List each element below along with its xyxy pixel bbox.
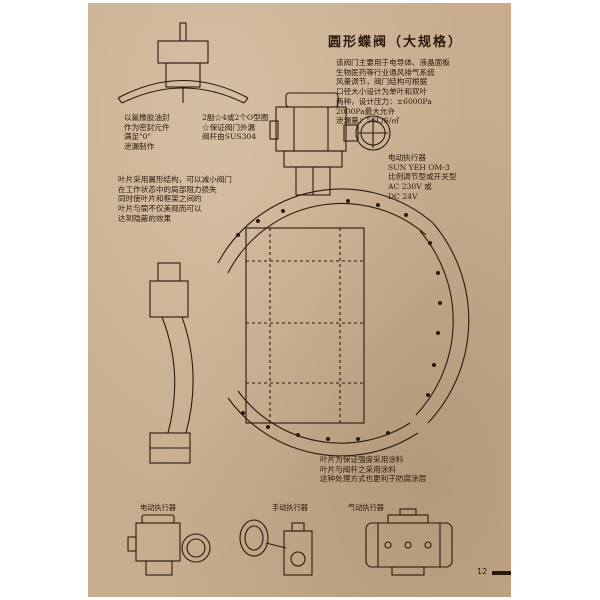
blade-note: 叶片采用翼形结构，可以减小阀门 在工作状态中的局部阻力损失 同时使叶片和框架之间… — [118, 175, 232, 223]
manual-actuator-label: 手动执行器 — [272, 503, 308, 512]
material-note: 叶片为保证强度采用涂料 叶片与阀杆之采用涂料 这种处理方式也更利于防腐涂层 — [320, 455, 427, 484]
valve-illustration — [117, 22, 470, 576]
blade-profile-drawing — [149, 262, 194, 464]
stem-seal-note: 以氟橡胶油封 作为密封元件 满足"0" 泄漏制作 — [124, 113, 170, 152]
pneumatic-actuator-sketch — [365, 508, 453, 576]
stem-seal-drawing — [117, 22, 249, 104]
valve-body-drawing — [217, 188, 470, 457]
electric-actuator-sketch — [127, 514, 211, 576]
catalog-page: 圆形蝶阀（大规格） 该阀门主要用于电导体、液晶面板 生物医药等行业通风排气系统 … — [88, 3, 511, 597]
electric-actuator-drawing — [269, 92, 391, 196]
stem-material-note: 2副☆4或2个O型圈 ☆保证阀门外漏 阀杆由SUS304 — [202, 113, 269, 142]
actuator-note: 电动执行器 SUN YEH OM-3 比例调节型或开关型 AC 230V 或 D… — [388, 153, 457, 201]
page-number-bar — [492, 571, 511, 575]
page-number: 12 — [477, 567, 488, 576]
manual-actuator-sketch — [239, 519, 313, 576]
page-title: 圆形蝶阀（大规格） — [328, 35, 464, 50]
flange-bolts — [236, 199, 442, 441]
pneumatic-actuator-label: 气动执行器 — [348, 503, 384, 512]
electric-actuator-label: 电动执行器 — [140, 503, 176, 512]
intro-text: 该阀门主要用于电导体、液晶面板 生物医药等行业通风排气系统 风量调节，阀门结构可… — [336, 58, 450, 126]
